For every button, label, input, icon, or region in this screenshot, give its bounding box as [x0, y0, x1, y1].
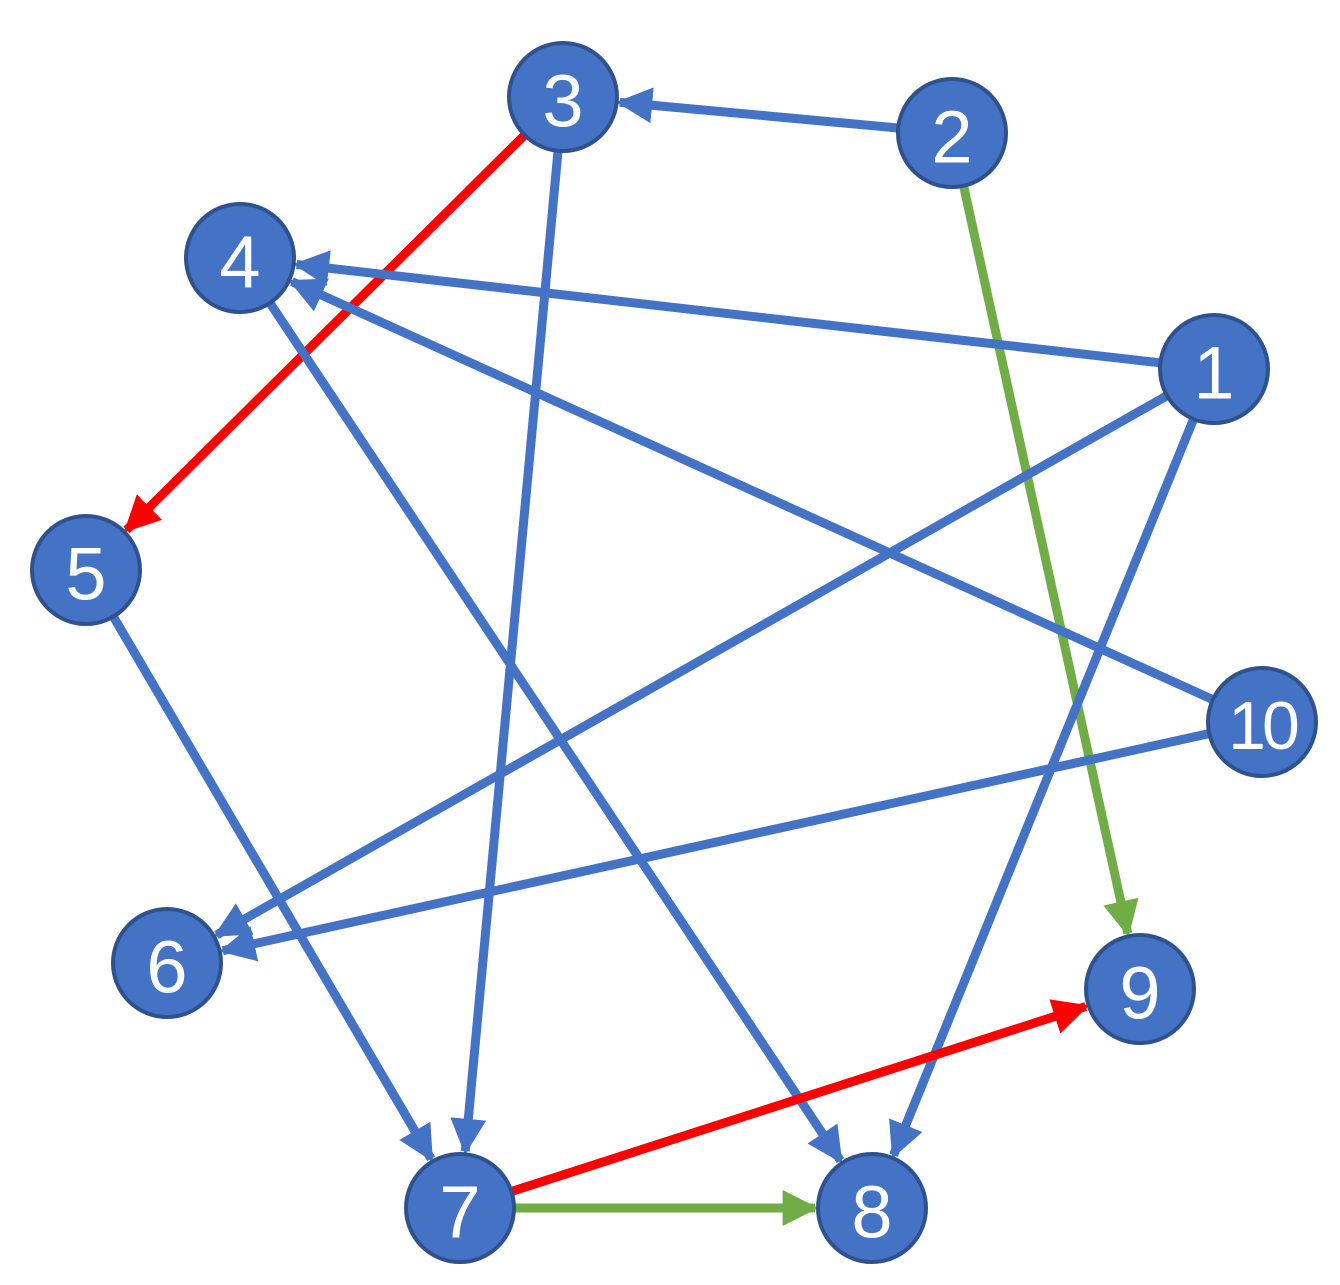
- node-5: 5: [30, 514, 142, 626]
- edge-4-to-8: [263, 297, 845, 1164]
- node-label: 1: [1193, 332, 1234, 415]
- edge-10-to-6: [219, 728, 1215, 962]
- edges-layer: [107, 87, 1219, 1226]
- node-10: 10: [1206, 666, 1318, 778]
- node-circle: [30, 514, 142, 626]
- node-1: 1: [1158, 313, 1270, 425]
- node-4: 4: [184, 202, 296, 314]
- node-2: 2: [896, 77, 1008, 189]
- node-circle: [184, 202, 296, 314]
- node-label: 2: [931, 96, 972, 179]
- node-circle: [1158, 313, 1270, 425]
- node-label: 4: [219, 221, 260, 304]
- node-circle: [404, 1152, 516, 1264]
- edge-3-to-5: [123, 129, 531, 534]
- node-7: 7: [404, 1152, 516, 1264]
- edge-1-to-6: [213, 389, 1173, 939]
- edge-5-to-7: [107, 610, 436, 1162]
- node-circle: [816, 1152, 928, 1264]
- node-label: 7: [439, 1171, 480, 1254]
- edge-3-to-7: [450, 146, 563, 1155]
- edge-2-to-9: [958, 180, 1139, 937]
- node-9: 9: [1084, 933, 1196, 1045]
- node-label: 10: [1228, 688, 1298, 764]
- edge-10-to-4: [288, 277, 1219, 706]
- edge-1-to-8: [889, 413, 1200, 1159]
- edge-7-to-9: [506, 999, 1090, 1197]
- node-circle: [1084, 933, 1196, 1045]
- edge-2-to-3: [616, 87, 903, 133]
- node-8: 8: [816, 1152, 928, 1264]
- node-label: 8: [851, 1171, 892, 1254]
- node-circle: [507, 41, 619, 153]
- node-circle: [111, 907, 223, 1019]
- node-label: 6: [146, 926, 187, 1009]
- nodes-layer: 1 2 3 4 5 6 7 8 9 10: [30, 41, 1318, 1264]
- node-3: 3: [507, 41, 619, 153]
- node-circle: [896, 77, 1008, 189]
- edge-1-to-4: [293, 250, 1165, 368]
- node-6: 6: [111, 907, 223, 1019]
- node-circle: [1206, 666, 1318, 778]
- node-label: 5: [65, 533, 106, 616]
- node-label: 9: [1119, 952, 1160, 1035]
- node-label: 3: [542, 60, 583, 143]
